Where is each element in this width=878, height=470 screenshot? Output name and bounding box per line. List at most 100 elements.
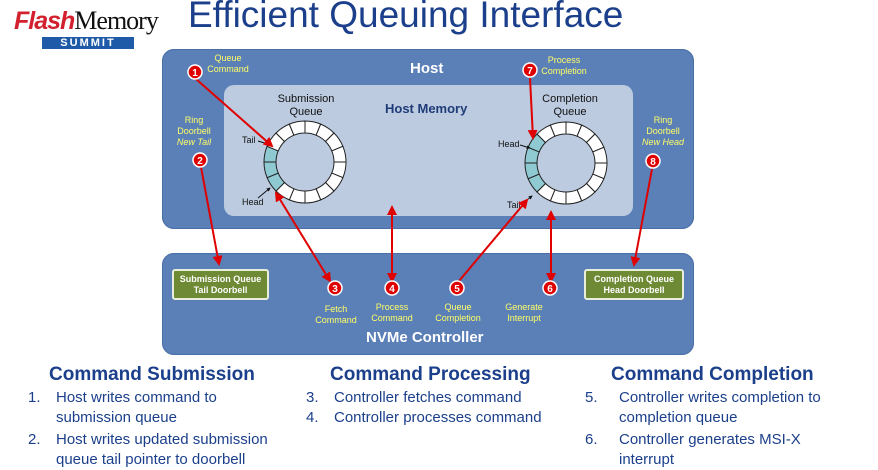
column-heading: Command Completion	[611, 364, 814, 385]
badge-8: 8	[645, 153, 661, 169]
callout-8-line3: New Head	[641, 137, 685, 147]
callout-2-line3: New Tail	[176, 137, 212, 147]
callout-7-line2: Completion	[541, 66, 587, 76]
column-command-processing: Command Processing 3. Controller fetches …	[306, 364, 542, 428]
submission-queue-ring	[263, 120, 347, 204]
list-item: 6. Controller generates MSI-X	[585, 430, 821, 450]
badge-2: 2	[192, 152, 208, 168]
arrow-7	[527, 77, 538, 140]
badge-1-text: 1	[192, 68, 198, 79]
callout-6-line1: Generate	[505, 302, 543, 312]
completion-queue-label: Completion Queue	[532, 93, 608, 119]
controller-label: NVMe Controller	[366, 329, 484, 346]
badge-1: 1	[187, 64, 203, 80]
callout-1-text: Queue Command	[198, 53, 258, 75]
sq-head-label: Head	[242, 197, 264, 207]
badge-3-text: 3	[332, 284, 338, 295]
cq-tail-label: Tail	[507, 200, 521, 210]
queue-slot	[331, 145, 347, 163]
logo-memory-text: Memory	[74, 6, 159, 35]
callout-5-line2: Completion	[435, 313, 481, 323]
list-number: 5.	[585, 389, 598, 406]
column-heading: Command Processing	[330, 364, 531, 385]
completion-queue-label-line2: Queue	[553, 106, 587, 118]
badge-6-text: 6	[547, 284, 553, 295]
sq-tail-label: Tail	[242, 135, 256, 145]
badge-2-text: 2	[197, 156, 203, 167]
submission-queue-label-line1: Submission	[277, 93, 335, 105]
list-item: interrupt	[585, 450, 821, 470]
callout-4-line1: Process	[375, 302, 409, 312]
page-title: Efficient Queuing Interface	[188, 0, 624, 35]
list-number: 1.	[28, 389, 41, 406]
logo-flash-text: Flash	[14, 7, 75, 35]
arrow-5	[458, 198, 529, 282]
list-text: interrupt	[619, 451, 675, 468]
list-text: Controller generates MSI-X	[619, 431, 801, 448]
submission-queue-label-line2: Queue	[289, 106, 323, 118]
callout-6-text: Generate Interrupt	[494, 302, 554, 324]
column-command-completion: Command Completion 5. Controller writes c…	[585, 364, 821, 470]
badge-6: 6	[542, 280, 558, 296]
callout-8-line2: Doorbell	[646, 126, 680, 136]
list-item: queue tail pointer to doorbell	[28, 450, 268, 470]
list-text: completion queue	[619, 409, 738, 426]
list-text: Controller writes completion to	[619, 389, 821, 406]
arrow-2	[200, 166, 223, 266]
badge-5: 5	[449, 280, 465, 296]
cq-head-pointer	[519, 144, 531, 149]
list-number: 6.	[585, 431, 598, 448]
completion-queue-label-line1: Completion	[542, 93, 598, 105]
list-text: submission queue	[56, 409, 177, 426]
callout-5-text: Queue Completion	[428, 302, 488, 324]
badge-3: 3	[327, 280, 343, 296]
logo-summit-text: SUMMIT	[42, 37, 134, 49]
callout-7-text: Process Completion	[532, 55, 596, 77]
list-text: Controller fetches command	[334, 389, 522, 406]
column-heading: Command Submission	[49, 364, 255, 385]
list-item: 1.Host writes command to	[28, 388, 268, 408]
list-text: queue tail pointer to doorbell	[56, 451, 246, 468]
callout-4-line2: Command	[371, 313, 413, 323]
callout-7-line1: Process	[547, 55, 581, 65]
sq-head-pointer	[257, 187, 271, 199]
callout-6-line2: Interrupt	[507, 313, 541, 323]
flash-memory-logo: FlashMemory	[14, 6, 159, 36]
list-number: 3.	[306, 389, 319, 406]
cq-head-label: Head	[498, 139, 520, 149]
callout-2-line2: Doorbell	[177, 126, 211, 136]
queue-slot	[592, 146, 608, 164]
callout-1-line2: Command	[207, 64, 249, 74]
callout-3-line1: Fetch	[324, 304, 348, 314]
column-command-submission: Command Submission 1.Host writes command…	[28, 364, 268, 470]
callout-8-line1: Ring	[653, 115, 673, 125]
callout-2-line1: Ring	[184, 115, 204, 125]
list-item: submission queue	[28, 408, 268, 428]
list-number: 2.	[28, 431, 41, 448]
callout-1-line1: Queue	[214, 53, 242, 63]
list-item: 5. Controller writes completion to	[585, 388, 821, 408]
badge-8-text: 8	[650, 157, 656, 168]
sq-tail-doorbell: Submission Queue Tail Doorbell	[172, 269, 269, 300]
arrow-1	[195, 78, 274, 148]
list-item: 4.Controller processes command	[306, 408, 542, 428]
list-item: 2. Host writes updated submission	[28, 430, 268, 450]
submission-queue-label: Submission Queue	[268, 93, 344, 119]
badge-7: 7	[522, 62, 538, 78]
callout-2-text: Ring Doorbell New Tail	[168, 115, 220, 148]
callout-8-text: Ring Doorbell New Head	[636, 115, 690, 148]
cq-head-doorbell: Completion Queue Head Doorbell	[584, 269, 684, 300]
host-memory-label: Host Memory	[385, 101, 468, 116]
list-text: Host writes updated submission	[56, 431, 268, 448]
list-number: 4.	[306, 409, 319, 426]
badge-4: 4	[384, 280, 400, 296]
callout-3-line2: Command	[315, 315, 357, 325]
list-item: 3. Controller fetches command	[306, 388, 542, 408]
callout-3-text: Fetch Command	[306, 304, 366, 326]
sq-doorbell-line2: Tail Doorbell	[193, 285, 248, 295]
badge-5-text: 5	[454, 284, 460, 295]
host-label: Host	[410, 60, 444, 77]
arrow-3	[274, 191, 332, 283]
badge-7-text: 7	[527, 66, 533, 77]
